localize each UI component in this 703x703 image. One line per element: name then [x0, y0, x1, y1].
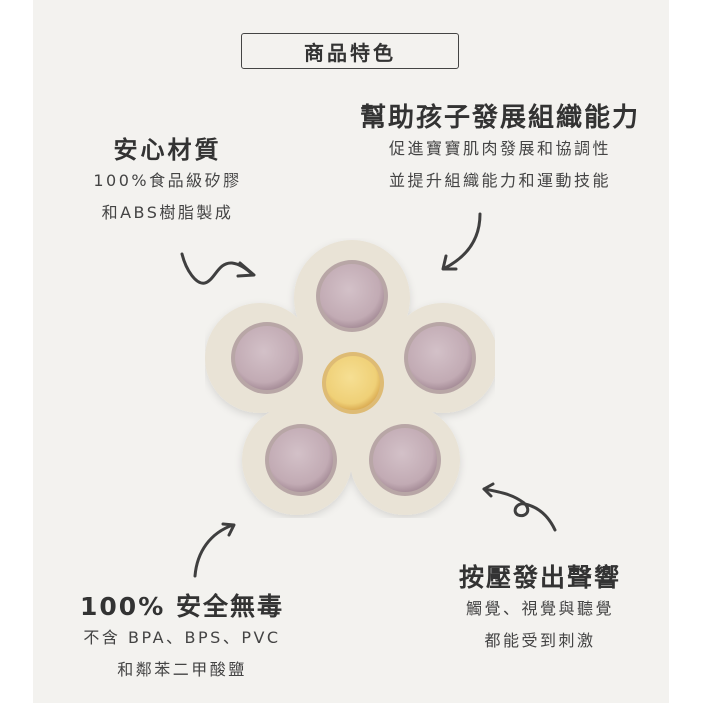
feature-sound: 按壓發出聲響 觸覺、視覺與聽覺 都能受到刺激 [440, 563, 640, 657]
petal-buttons [231, 260, 476, 496]
feature-heading: 100% 安全無毒 [80, 592, 284, 621]
flower-press-toy-image [205, 240, 495, 515]
page-title-text: 商品特色 [304, 40, 396, 65]
feature-line: 不含 BPA、BPS、PVC [83, 628, 281, 647]
feature-line: 100%食品級矽膠 [93, 171, 242, 190]
feature-heading: 幫助孩子發展組織能力 [359, 103, 640, 133]
feature-material: 安心材質 100%食品級矽膠 和ABS樹脂製成 [75, 135, 260, 229]
feature-line: 並提升組織能力和運動技能 [388, 171, 611, 190]
feature-heading: 按壓發出聲響 [458, 563, 621, 592]
feature-heading: 安心材質 [113, 136, 222, 164]
feature-line: 和鄰苯二甲酸鹽 [117, 660, 247, 679]
feature-development: 幫助孩子發展組織能力 促進寶寶肌肉發展和協調性 並提升組織能力和運動技能 [340, 103, 660, 197]
feature-line: 觸覺、視覺與聽覺 [465, 599, 614, 618]
feature-line: 促進寶寶肌肉發展和協調性 [388, 139, 611, 158]
feature-line: 和ABS樹脂製成 [101, 203, 234, 222]
feature-line: 都能受到刺激 [484, 631, 596, 650]
feature-safety: 100% 安全無毒 不含 BPA、BPS、PVC 和鄰苯二甲酸鹽 [62, 592, 302, 686]
page-title: 商品特色 [241, 33, 459, 69]
